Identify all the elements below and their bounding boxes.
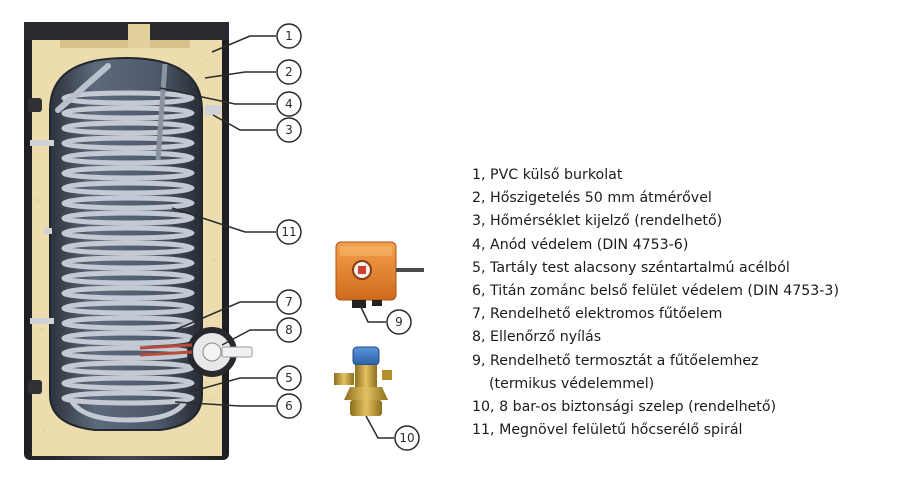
legend-item-text: 10, 8 bar-os biztonsági szelep (rendelhe… bbox=[472, 399, 777, 416]
legend-item: 11, Megnövel felületű hőcserélő spirál bbox=[472, 419, 839, 442]
coil-turn bbox=[61, 285, 195, 301]
callout-marker-10: 10 bbox=[394, 425, 420, 451]
coil-turn bbox=[61, 120, 195, 136]
coil-turn bbox=[61, 105, 195, 121]
callout-number: 4 bbox=[285, 97, 293, 111]
callout-number: 1 bbox=[285, 29, 293, 43]
safety-valve bbox=[334, 346, 392, 416]
callout-marker-11: 11 bbox=[276, 219, 302, 245]
coil-turn bbox=[61, 225, 195, 241]
legend-item: 10, 8 bar-os biztonsági szelep (rendelhe… bbox=[472, 396, 839, 419]
legend-item-text: 2, Hőszigetelés 50 mm átmérővel bbox=[472, 190, 712, 207]
callout-line-1 bbox=[211, 35, 276, 53]
coil-turn bbox=[61, 240, 195, 256]
legend-item: 8, Ellenőrző nyílás bbox=[472, 326, 839, 349]
legend-item-text: 1, PVC külső burkolat bbox=[472, 167, 623, 183]
legend-item-text: 6, Titán zománc belső felület védelem (D… bbox=[472, 283, 839, 300]
callout-line-4 bbox=[159, 87, 276, 105]
callout-line-10 bbox=[365, 415, 394, 439]
callout-number: 3 bbox=[285, 123, 293, 137]
callout-marker-7: 7 bbox=[276, 289, 302, 315]
legend-item-text: 8, Ellenőrző nyílás bbox=[472, 329, 602, 346]
legend-item-text: 3, Hőmérséklet kijelző (rendelhető) bbox=[472, 213, 723, 230]
callout-marker-9: 9 bbox=[386, 309, 412, 335]
coil-turn bbox=[61, 180, 195, 196]
side-connections bbox=[28, 98, 221, 394]
anode-rod bbox=[155, 63, 168, 161]
callout-line-3 bbox=[212, 114, 276, 131]
callout-number: 2 bbox=[285, 65, 293, 79]
legend: 1, PVC külső burkolat 2, Hőszigetelés 50 … bbox=[472, 164, 839, 442]
callout-marker-5: 5 bbox=[276, 365, 302, 391]
callout-marker-1: 1 bbox=[276, 23, 302, 49]
callout-line-7 bbox=[174, 301, 276, 331]
callout-number: 5 bbox=[285, 371, 293, 385]
callout-number: 11 bbox=[281, 225, 296, 239]
legend-item: 1, PVC külső burkolat bbox=[472, 164, 839, 187]
legend-item: 9, Rendelhető termosztát a fűtőelemhez (t… bbox=[472, 350, 839, 396]
coil-turn bbox=[61, 300, 195, 316]
callout-number: 8 bbox=[285, 323, 293, 337]
coil-turn bbox=[61, 90, 195, 106]
callout-markers: 1 2 3 4 5 6 7 8 9 10 11 bbox=[276, 23, 420, 451]
coil-turn bbox=[61, 390, 195, 406]
legend-item: 5, Tartály test alacsony széntartalmú ac… bbox=[472, 257, 839, 280]
callout-marker-3: 3 bbox=[276, 117, 302, 143]
callout-lines bbox=[159, 35, 394, 439]
coil-turn bbox=[61, 195, 195, 211]
legend-item-text: 5, Tartály test alacsony széntartalmú ac… bbox=[472, 259, 790, 276]
coil-turn bbox=[61, 165, 195, 181]
legend-item: 3, Hőmérséklet kijelző (rendelhető) bbox=[472, 210, 839, 233]
legend-item: 7, Rendelhető elektromos fűtőelem bbox=[472, 303, 839, 326]
callout-number: 6 bbox=[285, 399, 293, 413]
thermostat bbox=[335, 241, 424, 308]
coil-bottom-loop bbox=[67, 396, 189, 423]
callout-line-11 bbox=[171, 207, 276, 233]
callout-number: 7 bbox=[285, 295, 293, 309]
coil-turn bbox=[61, 270, 195, 286]
callout-line-5 bbox=[189, 377, 276, 393]
coil-turn bbox=[61, 375, 195, 391]
legend-item-text: 7, Rendelhető elektromos fűtőelem bbox=[472, 306, 723, 323]
coil-turn bbox=[61, 210, 195, 226]
callout-line-2 bbox=[204, 71, 276, 79]
callout-number: 10 bbox=[399, 431, 414, 445]
coil-turn bbox=[61, 135, 195, 151]
legend-item-text: 4, Anód védelem (DIN 4753-6) bbox=[472, 236, 689, 253]
legend-item-continuation: (termikus védelemmel) bbox=[489, 375, 655, 392]
callout-marker-6: 6 bbox=[276, 393, 302, 419]
callout-line-6 bbox=[174, 401, 276, 407]
callout-line-8 bbox=[221, 329, 276, 346]
legend-item: 6, Titán zománc belső felület védelem (D… bbox=[472, 280, 839, 303]
callout-line-9 bbox=[359, 304, 386, 323]
legend-item: 2, Hőszigetelés 50 mm átmérővel bbox=[472, 187, 839, 210]
legend-item-text: 9, Rendelhető termosztát a fűtőelemhez bbox=[472, 352, 759, 369]
inspection-opening bbox=[187, 327, 253, 377]
legend-item: 4, Anód védelem (DIN 4753-6) bbox=[472, 234, 839, 257]
coil-turn bbox=[61, 360, 195, 376]
legend-item-text: 11, Megnövel felületű hőcserélő spirál bbox=[472, 422, 743, 439]
callout-number: 9 bbox=[395, 315, 403, 329]
callout-marker-2: 2 bbox=[276, 59, 302, 85]
callout-marker-4: 4 bbox=[276, 91, 302, 117]
coil-turn bbox=[61, 150, 195, 166]
coil-turn bbox=[61, 255, 195, 271]
callout-marker-8: 8 bbox=[276, 317, 302, 343]
electric-heater-element bbox=[139, 343, 193, 357]
